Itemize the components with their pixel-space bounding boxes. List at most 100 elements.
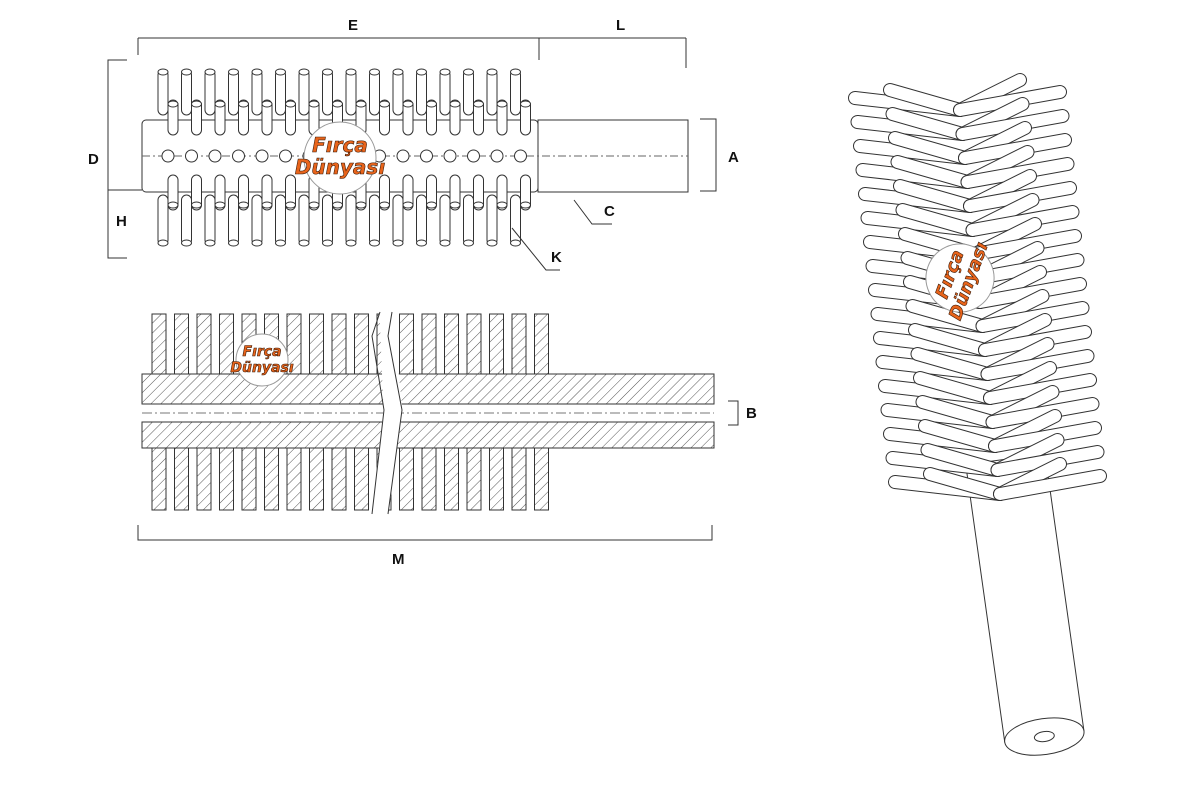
- section-bristle: [309, 447, 324, 511]
- bristle-tip: [275, 68, 286, 76]
- bristle: [181, 69, 192, 116]
- bristle-hole: [514, 149, 527, 163]
- bristle: [510, 194, 521, 246]
- bristle: [167, 174, 179, 211]
- bristle: [275, 69, 286, 116]
- bristle-tip: [214, 201, 226, 209]
- section-bristle: [174, 313, 189, 375]
- section-bristle: [444, 313, 459, 375]
- bristle: [439, 194, 451, 246]
- bristle-fill: [884, 84, 966, 116]
- bristle: [463, 69, 474, 116]
- bristle-fill: [919, 420, 1001, 452]
- section-bristle: [421, 313, 437, 375]
- bristle: [261, 99, 273, 136]
- bristle-tip: [181, 239, 192, 247]
- bristle: [496, 99, 508, 136]
- bristle-tip: [228, 68, 239, 76]
- bristle-tip: [369, 239, 380, 247]
- section-bristle: [196, 313, 212, 375]
- bristle-fill: [961, 158, 1074, 188]
- bristle-tip: [238, 201, 249, 209]
- dimension-label-d: D: [88, 151, 99, 168]
- bristle-fill: [886, 108, 969, 140]
- bristle-fill: [974, 278, 1086, 308]
- bristle-tip: [496, 100, 508, 108]
- section-upper-bristles: [151, 313, 549, 375]
- bristle-fill: [906, 300, 989, 332]
- bristle-tip: [275, 239, 286, 247]
- dimension-label-c: C: [604, 203, 615, 220]
- bristle-hole: [467, 149, 480, 163]
- bristle-hole: [161, 149, 175, 163]
- bristle-tip: [167, 201, 179, 209]
- bristle: [322, 69, 333, 116]
- bristle-fill: [986, 398, 1099, 428]
- bristle-hole: [279, 149, 292, 163]
- bristle-tip: [251, 239, 263, 247]
- bristle-tip: [181, 68, 192, 76]
- bristle: [473, 174, 484, 211]
- bristle: [238, 174, 249, 211]
- bristle: [298, 194, 310, 246]
- bristle-tip: [426, 201, 437, 209]
- bristle: [416, 194, 427, 246]
- dimension-label-l: L: [616, 17, 625, 34]
- bristle-fill: [921, 444, 1004, 476]
- section-bristle: [241, 447, 257, 511]
- bristle-fill: [914, 372, 996, 404]
- section-bristle: [534, 313, 549, 375]
- bristle: [275, 194, 286, 246]
- bristle-hole: [185, 149, 198, 163]
- bristle-tip: [298, 239, 310, 247]
- bristle-tip: [261, 201, 273, 209]
- section-bristle: [511, 313, 527, 375]
- bristle: [369, 69, 380, 116]
- bristle: [191, 174, 202, 211]
- bristle: [473, 99, 484, 136]
- bristle-hole: [420, 149, 433, 163]
- bristle: [204, 194, 216, 246]
- bristle-tip: [261, 100, 273, 108]
- bristle: [379, 174, 390, 211]
- bristle-tip: [510, 68, 521, 76]
- svg-text:Fırça: Fırça: [242, 344, 281, 360]
- bristle: [369, 194, 380, 246]
- bristle: [298, 69, 310, 116]
- bristle-fill: [976, 302, 1089, 332]
- bristle-fill: [994, 470, 1106, 500]
- bristle-tip: [449, 100, 461, 108]
- bristle-fill: [959, 134, 1071, 164]
- brand-watermark-logo: Fırça Dünyası: [295, 121, 386, 195]
- bristle-fill: [954, 86, 1066, 116]
- bristle-tip: [439, 239, 451, 247]
- bristle-fill: [924, 468, 1006, 500]
- bristle-tip: [157, 239, 169, 247]
- bristle-tip: [379, 100, 390, 108]
- bristle: [238, 99, 249, 136]
- section-bristle: [151, 447, 167, 511]
- bristle-fill: [991, 446, 1104, 476]
- bristle: [486, 194, 498, 246]
- bristle-tip: [191, 100, 202, 108]
- bristle-tip: [285, 100, 296, 108]
- section-bristle: [196, 447, 212, 511]
- bristle-tip: [157, 68, 169, 76]
- section-bristle: [286, 447, 302, 511]
- bristle-tip: [463, 68, 474, 76]
- bristle: [345, 194, 357, 246]
- bristle-tip: [214, 100, 226, 108]
- bristle-tip: [298, 68, 310, 76]
- bristle: [520, 174, 531, 211]
- bristle: [379, 99, 390, 136]
- bristle-tip: [402, 100, 414, 108]
- bristle: [228, 69, 239, 116]
- bristle-tip: [332, 100, 343, 108]
- section-bristle: [264, 447, 279, 511]
- svg-text:Fırça: Fırça: [312, 133, 368, 157]
- dimension-label-e: E: [348, 17, 358, 34]
- section-bristle: [331, 313, 347, 375]
- section-view-drawing: [141, 311, 715, 515]
- section-bristle: [354, 447, 369, 511]
- bristle-fill: [894, 180, 976, 212]
